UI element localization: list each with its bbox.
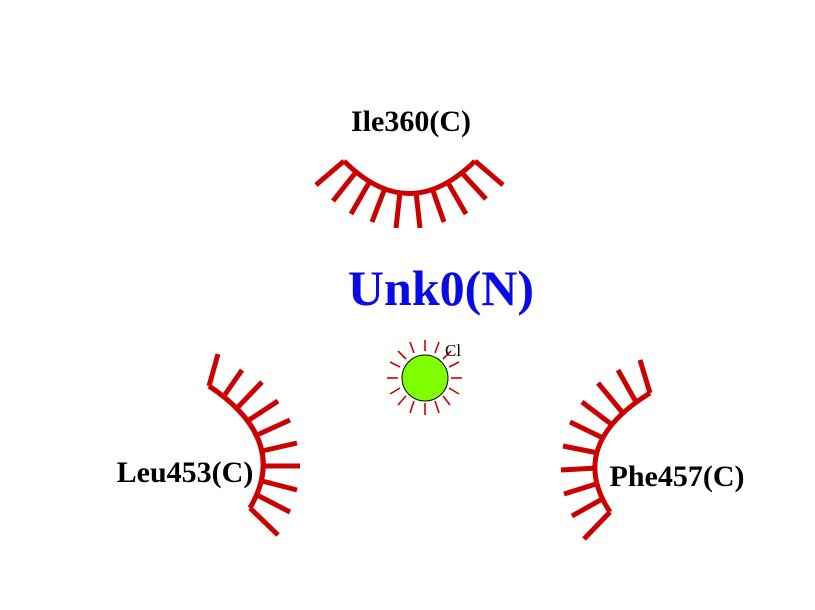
residue-label-phe457: Phe457(C) <box>610 460 745 493</box>
hydrophobic-arc-leu453 <box>206 353 300 537</box>
residue-label-leu453: Leu453(C) <box>117 456 254 489</box>
residue-label-ile360: Ile360(C) <box>351 105 471 138</box>
arc-curve <box>207 383 266 510</box>
chlorine-atom <box>401 354 449 402</box>
hydrophobic-arc-phe457 <box>560 359 653 541</box>
atom-contact-spokes <box>387 340 462 415</box>
hydrophobic-arc-ile360 <box>314 159 505 229</box>
ligand-label: Unk0(N) <box>348 260 534 316</box>
atom-label: Cl <box>445 341 461 360</box>
